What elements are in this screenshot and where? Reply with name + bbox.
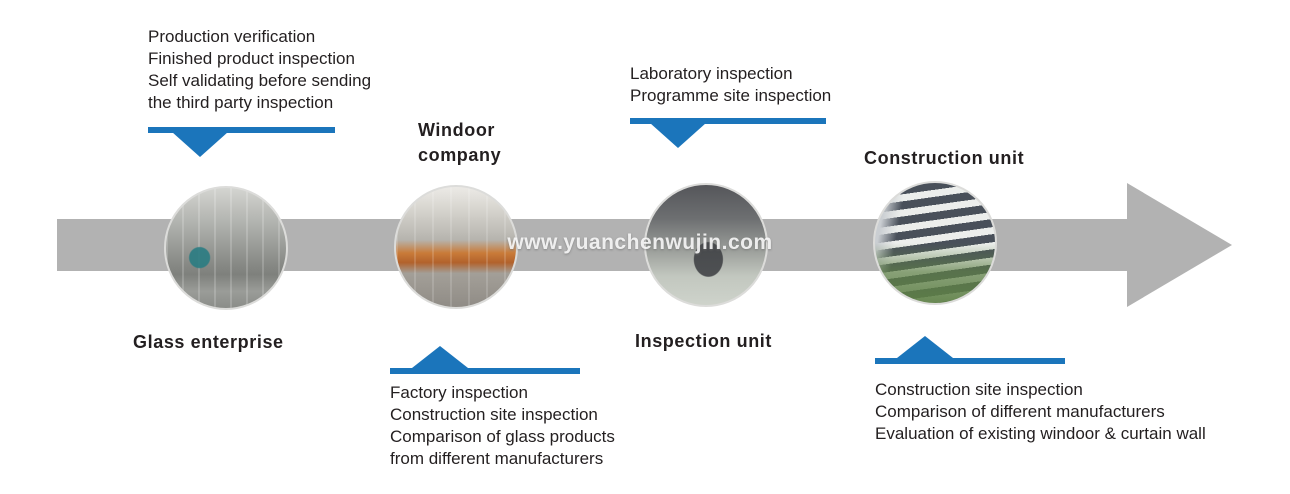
- watermark-text: www.yuanchenwujin.com: [507, 231, 773, 254]
- inspection-lab-interior-photo: [644, 183, 768, 307]
- annotation-glass-enterprise: Production verification Finished product…: [148, 26, 371, 114]
- stage-label-line: Windoor: [418, 120, 496, 140]
- annotation-line: Comparison of glass products: [390, 427, 615, 446]
- annotation-bar: [875, 358, 1065, 364]
- pointer-down-icon: [172, 132, 228, 157]
- stage-label-inspection-unit: Inspection unit: [635, 331, 772, 351]
- annotation-line: Programme site inspection: [630, 86, 832, 105]
- annotation-line: the third party inspection: [148, 93, 334, 112]
- annotation-windoor-company: Factory inspection Construction site ins…: [390, 382, 615, 470]
- annotation-line: from different manufacturers: [390, 449, 604, 468]
- construction-building-exterior-photo: [873, 181, 997, 305]
- stage-label-windoor-company: Windoor company: [418, 118, 501, 168]
- glass-factory-interior-photo: [164, 186, 288, 310]
- annotation-line: Factory inspection: [390, 383, 528, 402]
- annotation-line: Production verification: [148, 27, 316, 46]
- stage-label-glass-enterprise: Glass enterprise: [133, 332, 284, 352]
- annotation-line: Evaluation of existing windoor & curtain…: [875, 424, 1206, 443]
- annotation-line: Laboratory inspection: [630, 64, 793, 83]
- annotation-line: Comparison of different manufacturers: [875, 402, 1165, 421]
- annotation-line: Construction site inspection: [390, 405, 598, 424]
- annotation-bar: [390, 368, 580, 374]
- annotation-line: Finished product inspection: [148, 49, 355, 68]
- flow-arrow-head-icon: [1127, 183, 1232, 307]
- annotation-inspection-unit: Laboratory inspection Programme site ins…: [630, 63, 831, 107]
- stage-label-construction-unit: Construction unit: [864, 148, 1025, 168]
- annotation-line: Construction site inspection: [875, 380, 1083, 399]
- annotation-line: Self validating before sending: [148, 71, 372, 90]
- annotation-bar: [630, 118, 826, 124]
- pointer-up-icon: [897, 336, 953, 358]
- windoor-factory-interior-photo: [394, 185, 518, 309]
- stage-label-line: company: [418, 145, 502, 165]
- annotation-construction-unit: Construction site inspection Comparison …: [875, 379, 1206, 445]
- pointer-up-icon: [412, 346, 468, 368]
- pointer-down-icon: [650, 123, 706, 148]
- annotation-bar: [148, 127, 335, 133]
